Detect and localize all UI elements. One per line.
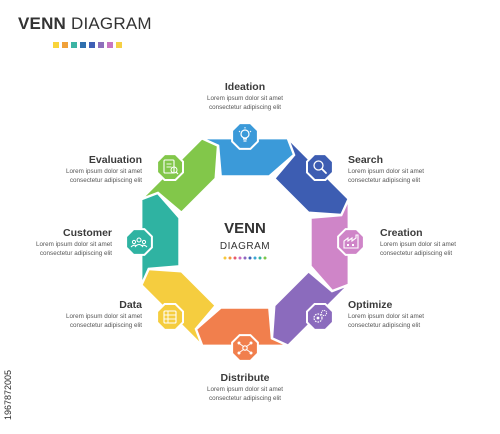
label-evaluation-line1: Lorem ipsum dolor sit amet xyxy=(66,168,142,175)
page-title-light: DIAGRAM xyxy=(70,14,152,33)
label-distribute-line2: consectetur adipiscing elit xyxy=(208,394,282,402)
lightbulb-icon xyxy=(238,127,252,142)
label-optimize-title: Optimize xyxy=(348,299,393,311)
label-creation: Creation Lorem ipsum dolor sit amet cons… xyxy=(380,227,500,258)
segment-badge-optimize xyxy=(306,303,334,331)
segment-badge-ideation xyxy=(231,122,259,150)
label-customer-line2: consectetur adipiscing elit xyxy=(39,249,112,257)
database-icon xyxy=(163,310,177,324)
center-dot xyxy=(228,256,232,260)
segment-ideation xyxy=(201,122,295,178)
label-data-title: Data xyxy=(119,299,142,311)
magnifier-icon xyxy=(313,160,327,174)
swatch-6 xyxy=(98,42,104,48)
segment-band-creation xyxy=(309,198,350,292)
label-ideation-title: Ideation xyxy=(224,81,266,93)
segment-badge-creation xyxy=(337,228,365,256)
center-title: VENN xyxy=(224,220,266,237)
label-optimize-line2: consectetur adipiscing elit xyxy=(348,321,421,329)
center-dots xyxy=(223,256,267,260)
center-dot xyxy=(258,256,262,260)
page-title-bold: VENN xyxy=(18,14,67,33)
label-evaluation: Evaluation Lorem ipsum dolor sit amet co… xyxy=(12,154,142,185)
center-dot xyxy=(243,256,247,260)
center-dot xyxy=(263,256,267,260)
label-creation-line2: consectetur adipiscing elit xyxy=(380,249,453,257)
segment-badge-search xyxy=(306,153,334,181)
label-search-title: Search xyxy=(348,154,384,166)
label-optimize-line1: Lorem ipsum dolor sit amet xyxy=(348,313,424,320)
label-customer: Customer Lorem ipsum dolor sit amet cons… xyxy=(0,227,112,258)
label-search-line2: consectetur adipiscing elit xyxy=(348,176,421,184)
swatch-5 xyxy=(89,42,95,48)
stock-id-strip: 1967872005 xyxy=(0,0,14,434)
label-customer-line1: Lorem ipsum dolor sit amet xyxy=(36,241,112,248)
swatch-3 xyxy=(71,42,77,48)
swatch-8 xyxy=(116,42,122,48)
swatch-7 xyxy=(107,42,113,48)
segment-optimize xyxy=(271,270,350,347)
segment-data xyxy=(140,268,217,347)
segment-badge-distribute xyxy=(231,334,259,362)
stock-id: 1967872005 xyxy=(3,369,13,420)
label-data-line2: consectetur adipiscing elit xyxy=(69,321,142,329)
label-distribute-title: Distribute xyxy=(220,372,270,384)
center-dot xyxy=(253,256,257,260)
center-dot xyxy=(248,256,252,260)
center-dot xyxy=(238,256,242,260)
segment-band-distribute xyxy=(195,306,289,347)
label-evaluation-title: Evaluation xyxy=(88,154,142,166)
segment-search xyxy=(273,137,350,216)
segments-layer xyxy=(125,122,365,362)
network-icon xyxy=(237,341,253,355)
segment-customer xyxy=(125,192,181,286)
label-distribute-line1: Lorem ipsum dolor sit amet xyxy=(207,386,283,393)
swatch-1 xyxy=(53,42,59,48)
people-icon xyxy=(130,237,148,248)
label-creation-line1: Lorem ipsum dolor sit amet xyxy=(380,241,456,248)
segment-band-customer xyxy=(140,192,181,286)
label-ideation-line2: consectetur adipiscing elit xyxy=(208,103,282,111)
label-data: Data Lorem ipsum dolor sit amet consecte… xyxy=(12,299,142,330)
label-ideation-line1: Lorem ipsum dolor sit amet xyxy=(207,95,283,102)
segment-badge-data xyxy=(156,303,184,331)
center-dot xyxy=(233,256,237,260)
swatch-4 xyxy=(80,42,86,48)
label-evaluation-line2: consectetur adipiscing elit xyxy=(69,176,142,184)
color-swatches xyxy=(53,42,122,48)
center-layer: VENN DIAGRAM xyxy=(220,220,270,260)
label-distribute: Distribute Lorem ipsum dolor sit amet co… xyxy=(180,372,310,403)
label-optimize: Optimize Lorem ipsum dolor sit amet cons… xyxy=(348,299,478,330)
checklist-icon xyxy=(163,159,179,175)
segment-distribute xyxy=(195,306,289,362)
segment-evaluation xyxy=(140,137,219,214)
factory-icon xyxy=(343,234,359,249)
segment-creation xyxy=(309,198,365,292)
center-subtitle: DIAGRAM xyxy=(220,241,270,252)
page-title: VENN DIAGRAM xyxy=(18,14,152,34)
center-dot xyxy=(223,256,227,260)
label-data-line1: Lorem ipsum dolor sit amet xyxy=(66,313,142,320)
label-search-line1: Lorem ipsum dolor sit amet xyxy=(348,168,424,175)
label-search: Search Lorem ipsum dolor sit amet consec… xyxy=(348,154,478,185)
label-customer-title: Customer xyxy=(62,227,112,239)
label-creation-title: Creation xyxy=(380,227,423,239)
swatch-2 xyxy=(62,42,68,48)
label-ideation: Ideation Lorem ipsum dolor sit amet cons… xyxy=(180,81,310,112)
